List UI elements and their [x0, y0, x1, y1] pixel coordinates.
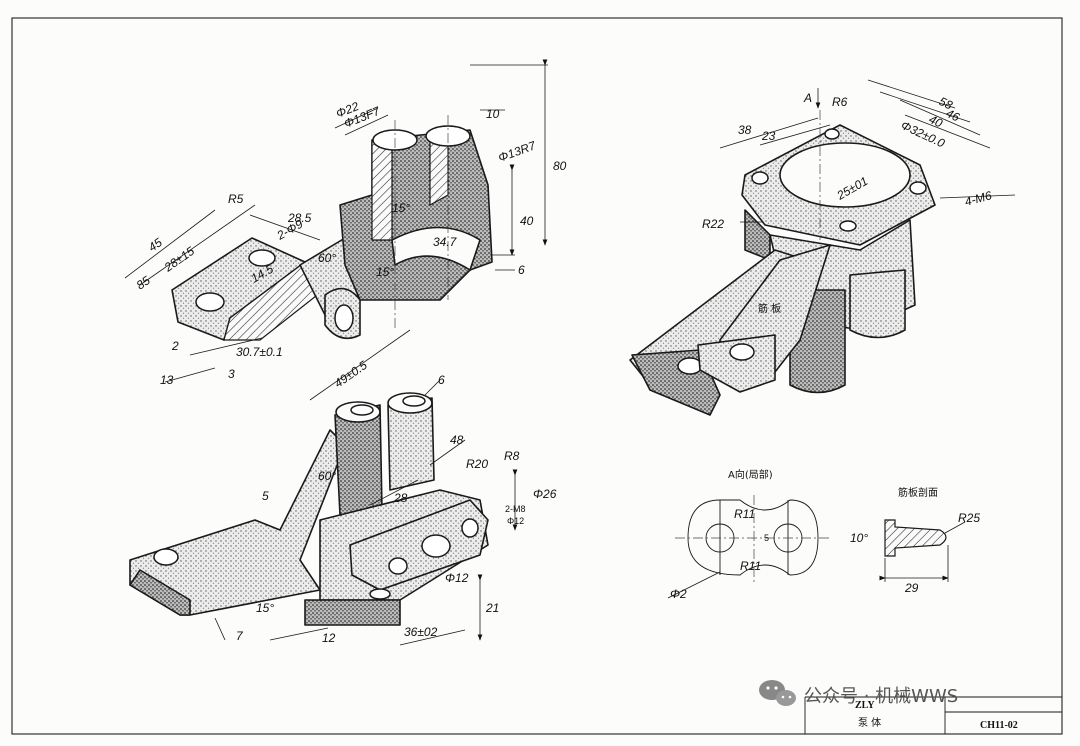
dim-label: 40: [927, 112, 945, 130]
dim-label: Φ26: [533, 487, 557, 501]
iso-right-view: A R6 58 46 40 Φ32±0.0 38 23 25±01 4-M6 R…: [629, 79, 1016, 416]
boss-hole: [421, 534, 451, 558]
dim-label: Φ12: [507, 516, 524, 526]
bore-wall-hatch: [371, 137, 393, 241]
iso-bottom-view: 6 48 R20 R8 Φ26 2-M8 Φ12 60° 28 5 15° 7 …: [129, 373, 557, 646]
title-block: ZLY 泵 体 CH11-02: [804, 696, 1062, 734]
dim-label: 6: [518, 263, 525, 277]
dim-label: 10°: [850, 531, 868, 545]
dim-label: 12: [322, 631, 336, 645]
boss-block: [349, 499, 489, 591]
arm-hole: [677, 357, 703, 375]
dim-label: 28.5: [287, 211, 312, 225]
dim-label: 21: [485, 601, 499, 615]
dim-label: 2: [171, 339, 179, 353]
dim-label: 5: [262, 489, 269, 503]
dim-label: 4-M6: [963, 188, 993, 209]
dim-label: 28±15: [161, 244, 197, 275]
dim-label: 60°: [318, 469, 336, 483]
dim-label: 23: [761, 129, 776, 143]
dim-label: R25: [958, 511, 980, 525]
cylinder-bore: [350, 404, 374, 416]
dim-label: R22: [702, 217, 724, 231]
bore-interior: [391, 226, 481, 272]
section-a-title: A向(局部): [728, 468, 773, 481]
dim-label: 60°: [318, 251, 336, 265]
dim-label: 10: [486, 107, 500, 121]
arm-hole: [729, 343, 755, 361]
dim-label: 36±02: [404, 625, 438, 639]
arm-end: [697, 334, 776, 393]
main-body: [339, 129, 493, 301]
iso-top-view: Φ22 Φ13F7 10 Φ13R7 80 40 6 34.7 15° 15° …: [124, 59, 567, 401]
rib-hole: [153, 548, 179, 566]
flange-hole: [909, 181, 927, 195]
dim-label: 58: [937, 94, 955, 112]
rib-section-view: 筋板剖面 R25 10° 29: [850, 486, 980, 595]
sheet-border: [11, 17, 1063, 735]
flange-hole: [195, 292, 225, 312]
base-plate: [304, 599, 401, 626]
dim-label: R11: [740, 559, 761, 573]
flange-hole: [839, 220, 857, 232]
lower-rib-side: [129, 569, 191, 616]
dim-label: 13: [160, 373, 174, 387]
part-name: 泵 体: [858, 717, 881, 729]
dim-label: 6: [438, 373, 445, 387]
wechat-icon: [759, 680, 796, 706]
dim-label: 45: [146, 235, 165, 254]
dim-label: 38: [738, 123, 752, 137]
watermark: 公众号 · 机械WWS: [759, 680, 958, 707]
dim-label: 15°: [392, 201, 410, 215]
base-hole: [369, 588, 391, 600]
dim-label: 28: [393, 491, 408, 505]
boss-hole: [334, 304, 354, 332]
title-code: ZLY: [855, 700, 875, 711]
dim-label: R5: [228, 192, 244, 206]
leader-label: Φ2: [670, 587, 687, 601]
dim-label: 29: [904, 581, 919, 595]
dim-label: Φ12: [445, 571, 469, 585]
drawing-number: CH11-02: [980, 720, 1018, 731]
dim-label: 15°: [376, 265, 394, 279]
dim-label: 48: [450, 433, 464, 447]
dim-label: R20: [466, 457, 488, 471]
dim-label: 49±0.5: [332, 358, 370, 391]
dim-label: 3: [228, 367, 235, 381]
flange-hole: [248, 249, 276, 267]
watermark-text: 公众号 · 机械WWS: [804, 686, 958, 707]
flange-opening: [779, 142, 911, 208]
dim-label: 40: [520, 214, 534, 228]
rib-label: 筋 板: [758, 302, 781, 315]
rib-section-title: 筋板剖面: [898, 486, 938, 499]
dim-label: 2-M8: [505, 504, 526, 514]
dim-label: R11: [734, 507, 755, 521]
dim-label: R8: [504, 449, 520, 463]
dim-label: 30.7±0.1: [236, 345, 283, 359]
dim-label: R6: [832, 95, 848, 109]
flange-section-hatch: [223, 261, 331, 341]
flange-hole: [751, 171, 769, 185]
lower-cylinder: [849, 269, 906, 339]
flange-hole: [824, 128, 840, 140]
dim-label: 85: [134, 273, 153, 292]
dim-label: 7: [236, 629, 244, 643]
cylinder-bore: [402, 395, 426, 407]
dim-label: 5: [764, 533, 769, 543]
section-a-view: A向(局部) R11 R11 5 Φ2: [667, 468, 830, 601]
boss-hole: [388, 557, 408, 575]
dim-label: 46: [944, 106, 962, 124]
boss-hole: [461, 518, 479, 538]
dim-label: 34.7: [433, 235, 458, 249]
rib-section-profile: [884, 519, 947, 557]
dim-label: 15°: [256, 601, 274, 615]
dim-label: 80: [553, 159, 567, 173]
view-arrow-label: A: [803, 91, 812, 105]
dim-label: Φ13R7: [496, 138, 538, 165]
